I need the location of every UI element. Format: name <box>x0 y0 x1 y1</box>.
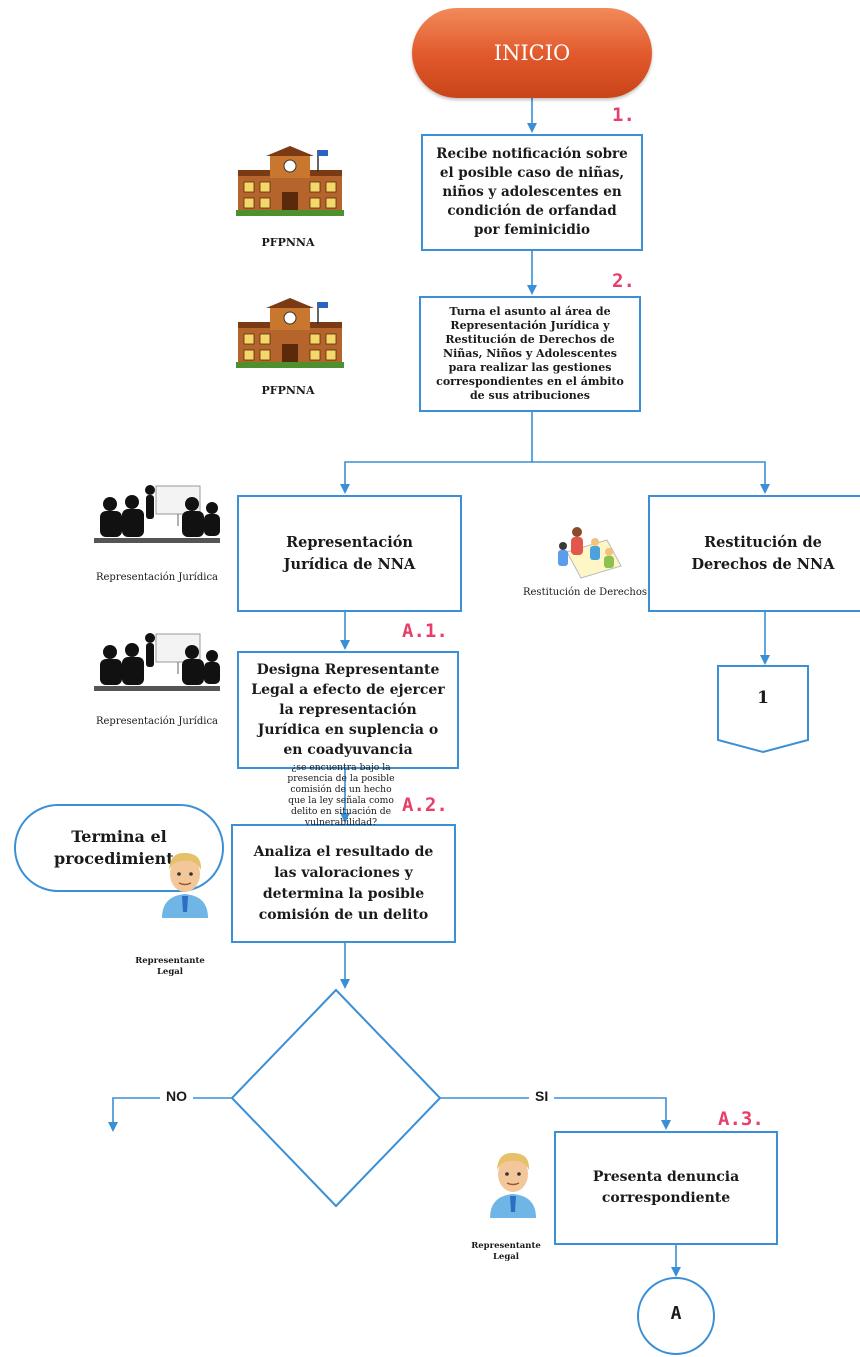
decision-diamond <box>230 988 442 1208</box>
caption-rep-juridica-2: Representación Jurídica <box>95 716 219 727</box>
process-text: Presenta denuncia correspondiente <box>592 1169 740 1206</box>
legal-representative-icon <box>162 852 208 918</box>
process-box-notificacion: Recibe notificación sobre el posible cas… <box>421 134 643 251</box>
process-text: Restitución de Derechos de NNA <box>691 533 835 573</box>
decision-question: ¿se encuentra bajo la presencia de la po… <box>287 762 395 828</box>
meeting-room-icon <box>94 633 220 691</box>
process-box-designa: Designa Representante Legal a efecto de … <box>237 651 459 769</box>
process-text: Representación Jurídica de NNA <box>283 533 416 573</box>
caption-pfpnna-2: PFPNNA <box>261 384 315 397</box>
caption-restitucion: Restitución de Derechos <box>522 587 648 598</box>
caption-rep-legal-1: Representante Legal <box>135 956 205 977</box>
process-box-turna: Turna el asunto al área de Representació… <box>419 296 641 412</box>
caption-rep-juridica-1: Representación Jurídica <box>95 572 219 583</box>
process-box-presenta: Presenta denuncia correspondiente <box>554 1131 778 1245</box>
process-text: Designa Representante Legal a efecto de … <box>251 662 445 758</box>
process-box-analiza: Analiza el resultado de las valoraciones… <box>231 824 456 943</box>
split-line-right <box>532 461 770 494</box>
si-branch-line <box>440 1097 671 1130</box>
step-number-a2: A.2. <box>402 794 448 816</box>
branch-label-si: SI <box>529 1088 555 1104</box>
school-building-icon <box>236 146 344 216</box>
process-text: Analiza el resultado de las valoraciones… <box>253 843 434 923</box>
legal-representative-icon <box>490 1152 536 1218</box>
branch-label-no: NO <box>160 1088 193 1104</box>
step-number-a3: A.3. <box>718 1108 764 1130</box>
onpage-connector <box>637 1277 715 1355</box>
split-line <box>340 412 533 494</box>
caption-rep-legal-2: Representante Legal <box>471 1241 541 1262</box>
offpage-connector-label: 1 <box>757 688 769 708</box>
onpage-connector-label: A <box>670 1303 682 1324</box>
step-number-1: 1. <box>612 104 635 126</box>
school-building-icon <box>236 298 344 368</box>
no-branch-line <box>108 1097 233 1132</box>
inicio-terminal: INICIO <box>412 8 652 98</box>
family-restitution-icon <box>558 527 622 579</box>
termina-terminal: Termina el procedimiento <box>14 804 224 892</box>
termina-label: Termina el procedimiento <box>54 827 185 868</box>
process-text: Recibe notificación sobre el posible cas… <box>436 146 628 238</box>
process-box-representacion: Representación Jurídica de NNA <box>237 495 462 612</box>
caption-pfpnna-1: PFPNNA <box>261 236 315 249</box>
meeting-room-icon <box>94 485 220 543</box>
process-text: Turna el asunto al área de Representació… <box>436 305 624 402</box>
process-box-restitucion: Restitución de Derechos de NNA <box>648 495 860 612</box>
step-number-a1: A.1. <box>402 620 448 642</box>
step-number-2: 2. <box>612 270 635 292</box>
inicio-label: INICIO <box>493 41 571 65</box>
offpage-connector <box>717 665 809 754</box>
